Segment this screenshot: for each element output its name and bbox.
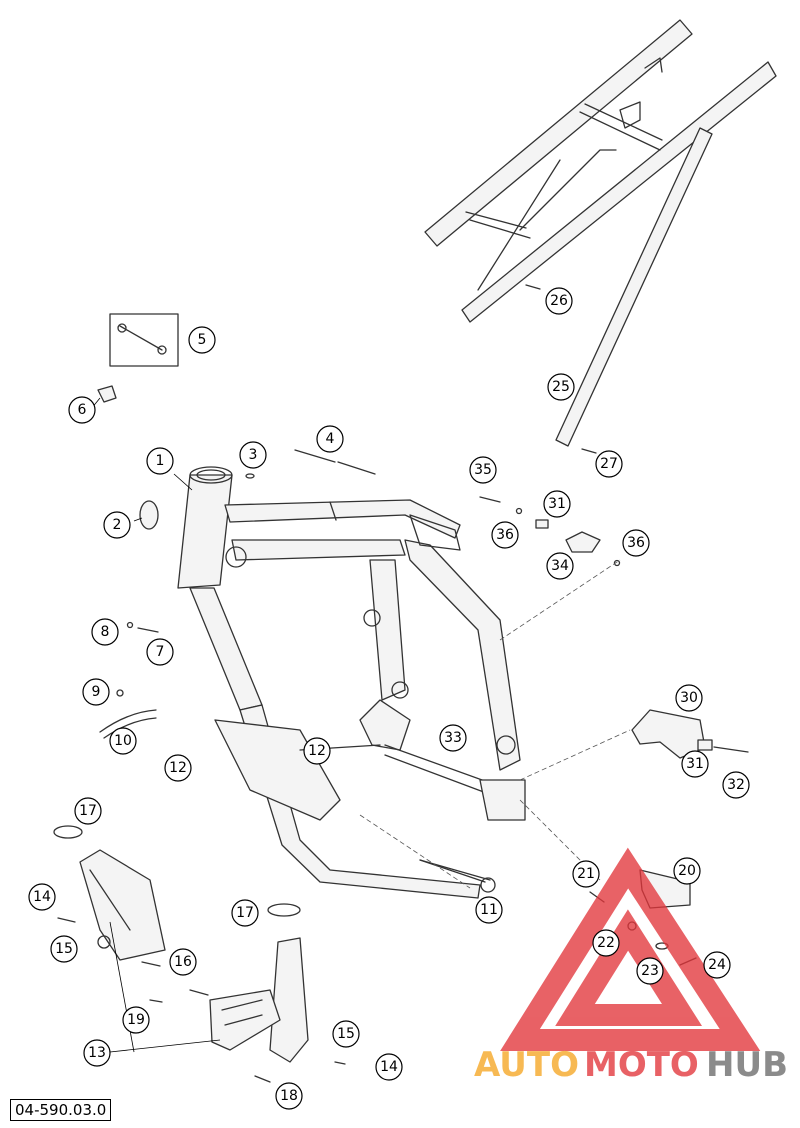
svg-text:32: 32 xyxy=(727,777,745,793)
callouts: 1 2 3 4 5 6 7 8 9 10 11 12 12 13 14 14 1… xyxy=(28,287,750,1110)
svg-text:15: 15 xyxy=(337,1026,355,1042)
svg-text:2: 2 xyxy=(113,517,122,533)
callout-35: 35 xyxy=(469,456,497,484)
svg-text:16: 16 xyxy=(174,954,192,970)
svg-text:17: 17 xyxy=(79,803,97,819)
callout-32: 32 xyxy=(722,771,750,799)
svg-text:9: 9 xyxy=(92,684,101,700)
callout-21: 21 xyxy=(572,860,600,888)
callout-8: 8 xyxy=(91,618,119,646)
svg-text:31: 31 xyxy=(548,496,566,512)
svg-text:3: 3 xyxy=(249,447,258,463)
svg-text:12: 12 xyxy=(169,760,187,776)
svg-text:5: 5 xyxy=(198,332,207,348)
svg-text:14: 14 xyxy=(33,889,51,905)
callout-20: 20 xyxy=(673,857,701,885)
svg-text:30: 30 xyxy=(680,690,698,706)
svg-text:4: 4 xyxy=(326,431,335,447)
callout-4: 4 xyxy=(316,425,344,453)
callout-15a: 15 xyxy=(50,935,78,963)
callout-12b: 12 xyxy=(303,737,331,765)
svg-text:33: 33 xyxy=(444,730,462,746)
svg-text:26: 26 xyxy=(550,293,568,309)
svg-text:15: 15 xyxy=(55,941,73,957)
watermark-moto: MOTO xyxy=(584,1045,699,1085)
svg-text:36: 36 xyxy=(627,535,645,551)
callout-18: 18 xyxy=(275,1082,303,1110)
callout-25: 25 xyxy=(547,373,575,401)
callout-10: 10 xyxy=(109,727,137,755)
callout-1: 1 xyxy=(146,447,174,475)
subframe xyxy=(424,19,777,447)
svg-text:8: 8 xyxy=(101,624,110,640)
svg-text:36: 36 xyxy=(496,527,514,543)
main-frame xyxy=(177,466,526,899)
watermark-hub: HUB xyxy=(706,1045,788,1085)
callout-14b: 14 xyxy=(375,1053,403,1081)
svg-text:13: 13 xyxy=(88,1045,106,1061)
callout-3: 3 xyxy=(239,441,267,469)
svg-text:11: 11 xyxy=(480,902,498,918)
svg-text:24: 24 xyxy=(708,957,726,973)
callout-36b: 36 xyxy=(622,529,650,557)
callout-15b: 15 xyxy=(332,1020,360,1048)
svg-text:1: 1 xyxy=(156,453,165,469)
callout-16a: 16 xyxy=(169,948,197,976)
svg-text:7: 7 xyxy=(156,644,165,660)
svg-text:27: 27 xyxy=(600,456,618,472)
leader-lines xyxy=(90,397,631,1053)
callout-2: 2 xyxy=(103,511,131,539)
callout-17a: 17 xyxy=(74,797,102,825)
svg-text:22: 22 xyxy=(597,935,615,951)
callout-17b: 17 xyxy=(231,899,259,927)
svg-text:10: 10 xyxy=(114,733,132,749)
callout-24: 24 xyxy=(703,951,731,979)
callout-36a: 36 xyxy=(491,521,519,549)
callout-9: 9 xyxy=(82,678,110,706)
callout-12a: 12 xyxy=(164,754,192,782)
callout-26: 26 xyxy=(545,287,573,315)
svg-text:25: 25 xyxy=(552,379,570,395)
callout-7: 7 xyxy=(146,638,174,666)
callout-19: 19 xyxy=(122,1006,150,1034)
watermark-auto: AUTO xyxy=(474,1045,579,1085)
callout-11: 11 xyxy=(475,896,503,924)
callout-34: 34 xyxy=(546,552,574,580)
watermark-triangle-icon xyxy=(500,847,761,1051)
svg-text:35: 35 xyxy=(474,462,492,478)
callout-23: 23 xyxy=(636,957,664,985)
svg-text:18: 18 xyxy=(280,1088,298,1104)
diagram-reference-number: 04-590.03.0 xyxy=(10,1099,112,1121)
callout-22: 22 xyxy=(592,929,620,957)
callout-27: 27 xyxy=(595,450,623,478)
svg-text:14: 14 xyxy=(380,1059,398,1075)
svg-text:19: 19 xyxy=(127,1012,145,1028)
small-parts xyxy=(53,284,749,1083)
callout-14a: 14 xyxy=(28,883,56,911)
callout-31a: 31 xyxy=(543,490,571,518)
callout-33: 33 xyxy=(439,724,467,752)
callout-31b: 31 xyxy=(681,750,709,778)
callout-13: 13 xyxy=(83,1039,111,1067)
callout-5: 5 xyxy=(188,326,216,354)
callout-6: 6 xyxy=(68,396,96,424)
svg-text:17: 17 xyxy=(236,905,254,921)
svg-text:21: 21 xyxy=(577,866,595,882)
svg-text:31: 31 xyxy=(686,756,704,772)
callout-30: 30 xyxy=(675,684,703,712)
watermark-logo: AUTO MOTO HUB xyxy=(474,847,788,1085)
svg-text:6: 6 xyxy=(78,402,87,418)
svg-text:34: 34 xyxy=(551,558,569,574)
svg-text:23: 23 xyxy=(641,963,659,979)
svg-text:12: 12 xyxy=(308,743,326,759)
svg-text:20: 20 xyxy=(678,863,696,879)
